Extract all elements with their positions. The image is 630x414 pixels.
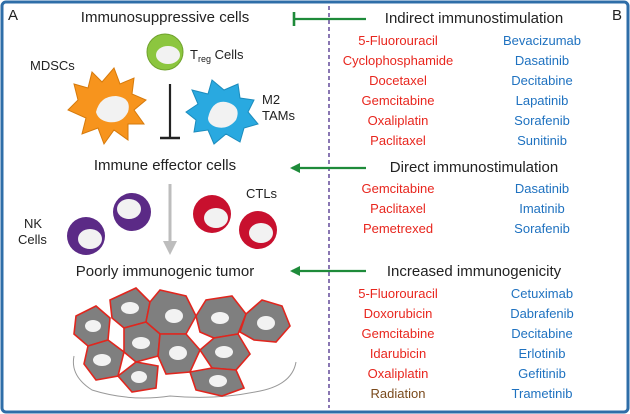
chemo-drug-0-0: 5-Fluorouracil	[358, 33, 438, 48]
m2-label-line1: M2	[262, 92, 280, 107]
targeted-drug-2-3: Erlotinib	[519, 346, 566, 361]
targeted-drug-0-2: Decitabine	[511, 73, 572, 88]
immunosuppressive-title: Immunosuppressive cells	[81, 9, 249, 26]
chemo-drug-1-1: Paclitaxel	[370, 201, 426, 216]
chemo-drug-1-0: Gemcitabine	[362, 181, 435, 196]
indirect-title: Indirect immunostimulation	[385, 10, 563, 27]
m2-tam-cell-icon	[185, 79, 259, 145]
effector-title: Immune effector cells	[94, 157, 236, 174]
targeted-drug-0-1: Dasatinib	[515, 53, 569, 68]
targeted-drug-2-2: Decitabine	[511, 326, 572, 341]
mdsc-cell-icon	[67, 67, 147, 146]
targeted-drug-2-5: Trametinib	[512, 386, 573, 401]
ctl-cell-icon-2	[239, 211, 277, 249]
immunogenicity-title: Increased immunogenicity	[387, 263, 562, 280]
targeted-drug-2-1: Dabrafenib	[510, 306, 574, 321]
targeted-drug-0-5: Sunitinib	[517, 133, 567, 148]
targeted-drug-1-0: Dasatinib	[515, 181, 569, 196]
panel-letter-a: A	[8, 7, 18, 24]
nk-label-line1: NK	[24, 216, 42, 231]
chemo-drug-0-5: Paclitaxel	[370, 133, 426, 148]
treg-cell-icon	[146, 33, 184, 71]
tumor-cluster-icon	[72, 287, 297, 399]
nk-cell-icon-2	[113, 193, 151, 231]
chemo-drug-2-4: Oxaliplatin	[368, 366, 429, 381]
panel-letter-b: B	[612, 7, 622, 24]
chemo-drug-0-3: Gemcitabine	[362, 93, 435, 108]
tumor-title: Poorly immunogenic tumor	[76, 263, 254, 280]
targeted-drug-0-0: Bevacizumab	[503, 33, 581, 48]
targeted-drug-1-1: Imatinib	[519, 201, 565, 216]
targeted-drug-2-4: Gefitinib	[518, 366, 566, 381]
targeted-drug-1-2: Sorafenib	[514, 221, 570, 236]
chemo-drug-0-2: Docetaxel	[369, 73, 427, 88]
chemo-drug-2-5: Radiation	[371, 386, 426, 401]
targeted-drug-2-0: Cetuximab	[511, 286, 573, 301]
chemo-drug-0-1: Cyclophosphamide	[343, 53, 454, 68]
ctl-label: CTLs	[246, 186, 278, 201]
nk-cell-icon-1	[67, 217, 105, 255]
chemo-drug-2-3: Idarubicin	[370, 346, 426, 361]
drug-lists: 5-FluorouracilCyclophosphamideDocetaxelG…	[343, 33, 581, 401]
targeted-drug-0-4: Sorafenib	[514, 113, 570, 128]
chemo-drug-2-2: Gemcitabine	[362, 326, 435, 341]
chemo-drug-1-2: Pemetrexed	[363, 221, 433, 236]
chemo-drug-0-4: Oxaliplatin	[368, 113, 429, 128]
chemo-drug-2-1: Doxorubicin	[364, 306, 433, 321]
direct-title: Direct immunostimulation	[390, 159, 558, 176]
mdsc-label: MDSCs	[30, 58, 75, 73]
treg-label: Treg Cells	[190, 47, 244, 64]
ctl-cell-icon-1	[193, 195, 231, 233]
nk-label-line2: Cells	[18, 232, 47, 247]
m2-label-line2: TAMs	[262, 108, 295, 123]
inhibit-immunosuppressive-arrow	[292, 12, 366, 26]
chemo-drug-2-0: 5-Fluorouracil	[358, 286, 438, 301]
targeted-drug-0-3: Lapatinib	[516, 93, 569, 108]
